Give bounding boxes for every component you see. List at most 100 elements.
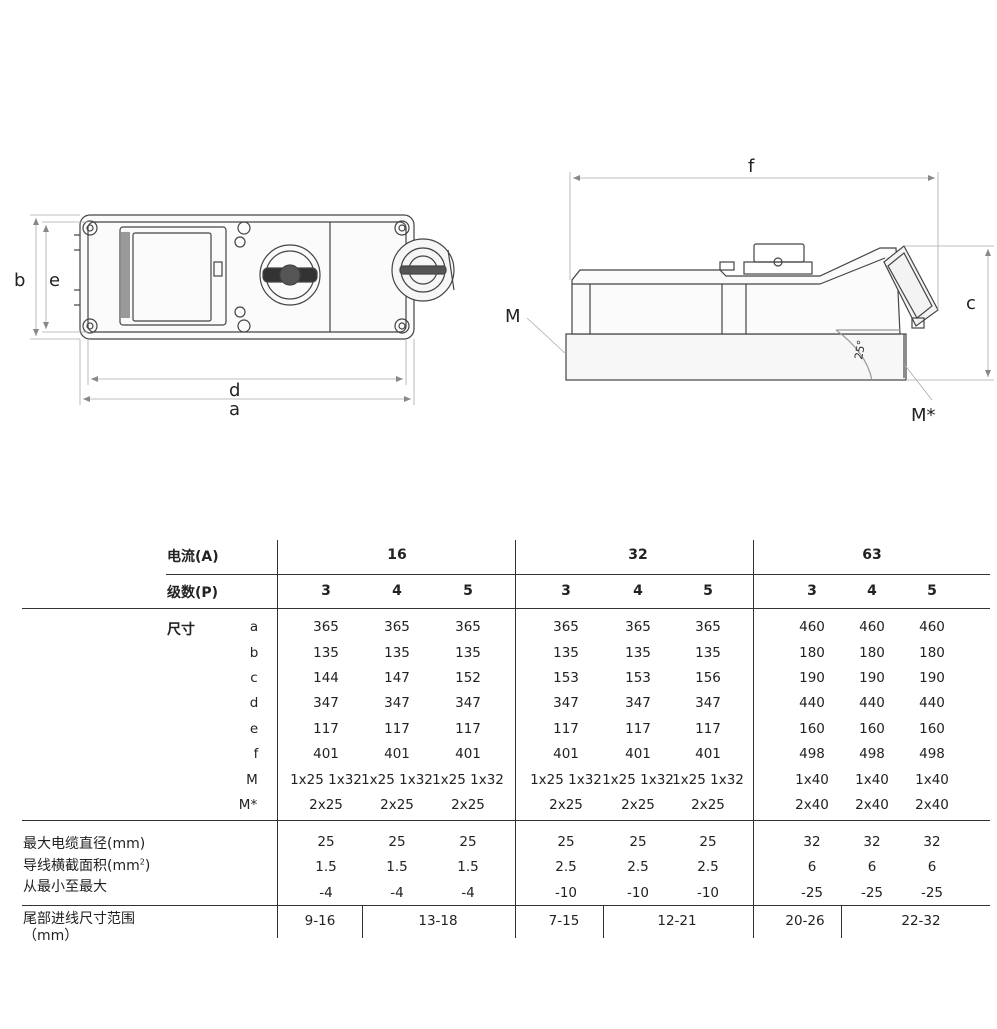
dimension-value-cell: 144 — [313, 670, 339, 686]
dimension-value-cell: 190 — [859, 670, 885, 686]
current-group-63: 63 — [862, 547, 882, 563]
dimension-value-cell: 401 — [625, 746, 651, 762]
dimension-value-cell: 2x25 — [380, 797, 414, 813]
cable-value-cell: -4 — [390, 885, 404, 901]
dim-label-a: a — [229, 399, 240, 420]
dimension-key: a — [249, 619, 259, 635]
tail-range-cell: 9-16 — [304, 913, 336, 929]
pole-count-cell: 5 — [927, 583, 937, 599]
dimension-value-cell: 135 — [313, 645, 339, 661]
cable-value-cell: 25 — [699, 834, 717, 850]
dimension-key: M* — [238, 797, 258, 813]
dimension-key: e — [249, 721, 259, 737]
dimension-value-cell: 153 — [553, 670, 579, 686]
dimension-value-cell: 117 — [695, 721, 721, 737]
dimension-value-cell: 117 — [625, 721, 651, 737]
dimension-value-cell: 365 — [553, 619, 579, 635]
cable-value-cell: 2.5 — [555, 859, 577, 875]
dimension-value-cell: 160 — [799, 721, 825, 737]
dimension-value-cell: 347 — [625, 695, 651, 711]
dim-label-Mstar: M* — [911, 405, 936, 426]
tail-range-label: 尾部进线尺寸范围 — [23, 911, 135, 927]
dim-label-c: c — [966, 293, 976, 314]
dimension-value-cell: 347 — [455, 695, 481, 711]
dimension-value-cell: 401 — [384, 746, 410, 762]
cable-value-cell: 25 — [388, 834, 406, 850]
dimension-value-cell: 440 — [859, 695, 885, 711]
tail-range-cell: 7-15 — [548, 913, 580, 929]
dimension-value-cell: 135 — [384, 645, 410, 661]
dimension-value-cell: 498 — [859, 746, 885, 762]
poles-label: 级数(P) — [167, 585, 219, 601]
angle-label: 25° — [852, 339, 868, 360]
current-group-16: 16 — [387, 547, 407, 563]
table-rule — [753, 540, 754, 938]
dimension-value-cell: 135 — [455, 645, 481, 661]
dimension-value-cell: 117 — [553, 721, 579, 737]
side-view — [565, 243, 939, 381]
cable-value-cell: -10 — [626, 885, 650, 901]
current-label: 电流(A) — [167, 549, 219, 565]
dimension-value-cell: 180 — [799, 645, 825, 661]
dimension-value-cell: 160 — [859, 721, 885, 737]
cable-diameter-label: 最大电缆直径(mm) — [23, 836, 146, 852]
dimension-value-cell: 2x40 — [855, 797, 889, 813]
dimension-value-cell: 365 — [625, 619, 651, 635]
cable-value-cell: 1.5 — [457, 859, 479, 875]
cable-value-cell: 32 — [923, 834, 941, 850]
dimension-value-cell: 460 — [919, 619, 945, 635]
dimension-value-cell: 1x25 1x32 — [361, 772, 433, 788]
cable-value-cell: 6 — [927, 859, 937, 875]
cable-value-cell: -25 — [920, 885, 944, 901]
tail-range-cell: 13-18 — [418, 913, 458, 929]
dimension-value-cell: 2x40 — [915, 797, 949, 813]
table-rule — [603, 905, 604, 938]
min-max-label: 从最小至最大 — [23, 879, 107, 895]
side-view-dimensions — [526, 172, 994, 401]
tail-range-unit: （mm） — [23, 928, 79, 944]
table-rule — [22, 905, 990, 906]
cable-value-cell: -4 — [461, 885, 475, 901]
dimension-value-cell: 498 — [919, 746, 945, 762]
dimension-value-cell: 160 — [919, 721, 945, 737]
pole-count-cell: 3 — [321, 583, 331, 599]
cable-value-cell: -10 — [554, 885, 578, 901]
dimension-value-cell: 2x25 — [621, 797, 655, 813]
dimension-value-cell: 135 — [625, 645, 651, 661]
dimension-value-cell: 135 — [553, 645, 579, 661]
dimension-value-cell: 365 — [384, 619, 410, 635]
dimension-value-cell: 2x40 — [795, 797, 829, 813]
pole-count-cell: 4 — [392, 583, 402, 599]
dimension-value-cell: 1x25 1x32 — [602, 772, 674, 788]
dimension-value-cell: 2x25 — [691, 797, 725, 813]
dimension-value-cell: 135 — [695, 645, 721, 661]
dimension-key: d — [249, 695, 259, 711]
cable-value-cell: 25 — [317, 834, 335, 850]
dimension-value-cell: 1x40 — [795, 772, 829, 788]
dimension-value-cell: 1x40 — [915, 772, 949, 788]
dimension-key: b — [249, 645, 259, 661]
dimension-value-cell: 153 — [625, 670, 651, 686]
dimension-value-cell: 2x25 — [309, 797, 343, 813]
dim-label-f: f — [748, 156, 755, 177]
dimension-key: M — [246, 772, 258, 788]
cable-value-cell: -4 — [319, 885, 333, 901]
cable-value-cell: 32 — [803, 834, 821, 850]
table-rule — [841, 905, 842, 938]
dimension-value-cell: 180 — [919, 645, 945, 661]
dimension-value-cell: 117 — [313, 721, 339, 737]
dimension-value-cell: 347 — [553, 695, 579, 711]
cable-value-cell: 6 — [807, 859, 817, 875]
pole-count-cell: 3 — [561, 583, 571, 599]
dimension-value-cell: 2x25 — [549, 797, 583, 813]
cable-value-cell: -10 — [696, 885, 720, 901]
tail-range-cell: 12-21 — [657, 913, 697, 929]
dimension-label: 尺寸 — [167, 622, 195, 638]
dim-label-d: d — [229, 380, 240, 401]
table-rule — [277, 540, 278, 938]
dimension-value-cell: 401 — [695, 746, 721, 762]
dimension-value-cell: 156 — [695, 670, 721, 686]
cable-value-cell: 2.5 — [627, 859, 649, 875]
pole-count-cell: 4 — [633, 583, 643, 599]
dimension-key: f — [253, 746, 259, 762]
